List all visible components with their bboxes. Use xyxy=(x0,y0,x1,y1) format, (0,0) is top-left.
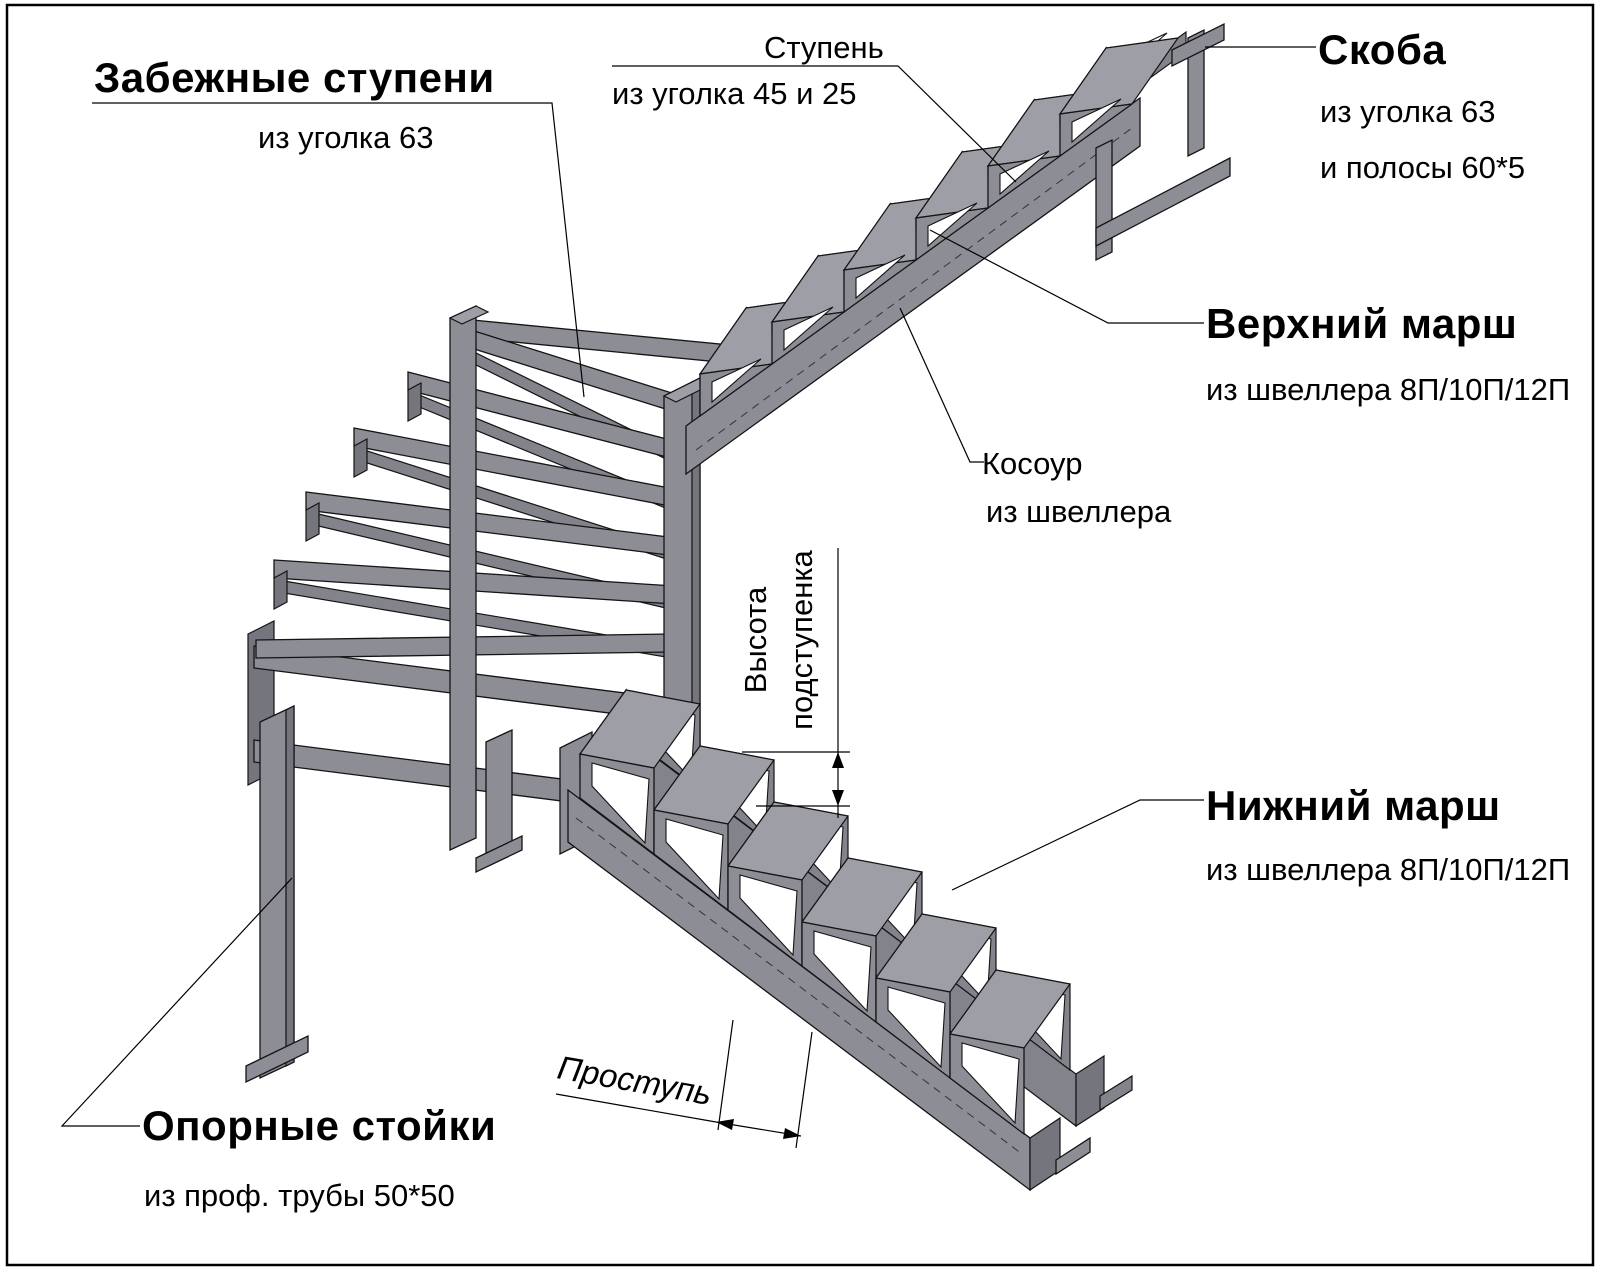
support-post-middle-base xyxy=(475,834,523,874)
step-hole-near xyxy=(739,874,798,957)
platform-corner-post xyxy=(448,304,490,852)
leader-winder-steps xyxy=(92,102,585,398)
upper-near-stringer xyxy=(685,96,1141,476)
label-winder-steps-subtitle: из уголка 63 xyxy=(258,120,434,155)
step-hole-near xyxy=(1071,98,1122,144)
label-riser-height-line1: Высота xyxy=(738,586,773,693)
tread-dim-ext-right xyxy=(795,1031,813,1149)
lower-flight-treads xyxy=(578,688,1072,1049)
label-riser-height-line2: подступенка xyxy=(784,549,819,729)
winder-end-drop xyxy=(305,501,320,543)
label-upper-flight-title: Верхний марш xyxy=(1206,300,1517,347)
upper-stringer-centerline xyxy=(695,127,1133,451)
label-supports-title: Опорные стойки xyxy=(142,1102,496,1149)
tread-dim-leader xyxy=(555,1093,717,1123)
label-winder-steps-title: Забежные ступени xyxy=(94,54,495,101)
bracket-top-cap xyxy=(1171,22,1225,68)
lower-far-stringer-end xyxy=(1075,1054,1105,1128)
step-side-near xyxy=(987,155,1061,210)
support-post-left-base xyxy=(245,1034,309,1084)
drawing-border xyxy=(5,3,1595,1267)
support-post-left-side xyxy=(285,705,295,1067)
tread-dim-arrow-right xyxy=(783,1128,801,1139)
winder-end-drop xyxy=(273,569,288,611)
step-hole-near xyxy=(813,930,872,1013)
winder-end-drop xyxy=(407,381,422,423)
label-step-title: Ступень xyxy=(764,30,884,65)
label-bracket-subtitle2: и полосы 60*5 xyxy=(1320,150,1525,185)
lower-flight xyxy=(567,688,1133,1192)
corner-post-body xyxy=(449,304,477,852)
label-bracket-subtitle1: из уголка 63 xyxy=(1320,94,1496,129)
label-lower-flight-title: Нижний марш xyxy=(1206,782,1501,829)
step-hole-near xyxy=(999,150,1050,196)
riser-height-dimension xyxy=(742,548,850,818)
leader-lines xyxy=(60,46,1316,1127)
step-side-near xyxy=(843,259,917,314)
support-posts xyxy=(245,704,523,1084)
label-bracket-title: Скоба xyxy=(1318,26,1446,73)
step-hole-near xyxy=(591,762,650,845)
tread-top xyxy=(1058,37,1180,115)
label-tread-title: Проступь xyxy=(555,1048,715,1112)
labels: Забежные ступени из уголка 63 Ступень из… xyxy=(94,26,1570,1213)
step-hole-near xyxy=(961,1042,1020,1125)
lower-near-foot xyxy=(1055,1136,1091,1176)
tread-dim-ext-left xyxy=(717,1019,734,1131)
label-lower-flight-subtitle: из швеллера 8П/10П/12П xyxy=(1206,852,1570,887)
bracket-far-plate xyxy=(1187,28,1205,158)
step-hole-near xyxy=(855,254,906,300)
step-side-near xyxy=(699,363,773,418)
label-step-subtitle: из уголка 45 и 25 xyxy=(612,76,857,111)
lower-near-stringer-end xyxy=(1029,1116,1061,1192)
tread-dimension xyxy=(555,1019,813,1149)
step-hole-near xyxy=(783,306,834,352)
step-hole-near xyxy=(711,358,762,404)
step-hole-near xyxy=(887,986,946,1069)
upper-flight-near-steps xyxy=(699,98,1133,418)
tread-dim-arrow-left xyxy=(716,1119,734,1130)
upper-flight-treads xyxy=(698,37,1180,386)
leader-upper-flight xyxy=(929,229,1204,324)
lower-flight-near-steps xyxy=(579,753,1025,1136)
bracket-assembly xyxy=(1095,22,1231,262)
corner-post-cap xyxy=(448,305,490,325)
upper-flight xyxy=(685,30,1187,476)
label-supports-subtitle: из проф. трубы 50*50 xyxy=(144,1178,455,1213)
label-stringer-subtitle: из швеллера xyxy=(986,494,1172,529)
label-stringer-title: Косоур xyxy=(982,446,1082,481)
step-side-near xyxy=(771,311,845,366)
step-side-near xyxy=(915,207,989,262)
lower-far-foot xyxy=(1099,1074,1133,1112)
leader-supports xyxy=(60,877,293,1127)
bracket-bottom-bar xyxy=(1095,156,1231,248)
riser-dim-arrow-up xyxy=(832,752,844,768)
winder-end-drop xyxy=(353,437,368,479)
leader-stringer xyxy=(899,307,984,463)
leader-lower-flight xyxy=(951,799,1204,891)
lower-stringer-centerline xyxy=(575,817,1023,1155)
step-hole-near xyxy=(665,818,724,901)
step-side-near xyxy=(1059,103,1133,158)
label-upper-flight-subtitle: из швеллера 8П/10П/12П xyxy=(1206,372,1570,407)
leader-step xyxy=(612,65,1017,183)
riser-dim-arrow-down xyxy=(832,790,844,806)
